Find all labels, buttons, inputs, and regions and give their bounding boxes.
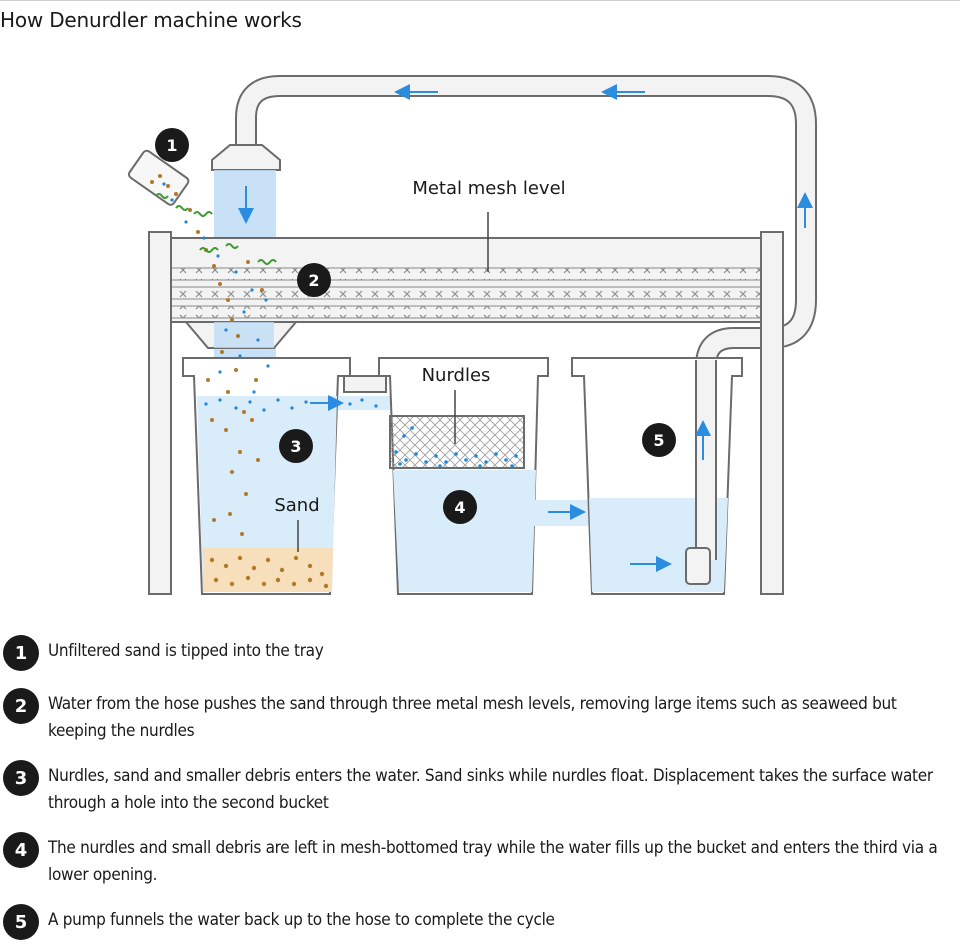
step-number: 5 — [3, 904, 39, 940]
marker-2: 2 — [297, 263, 331, 297]
step-number: 2 — [3, 688, 39, 724]
connector-tube — [343, 375, 387, 393]
svg-text:4: 4 — [454, 498, 465, 517]
step-item: 4 The nurdles and small debris are left … — [0, 832, 960, 889]
machine-diagram: Metal mesh level Nurdles Sand 1 2 3 4 5 — [127, 75, 817, 595]
hose-nozzle — [211, 144, 281, 171]
label-sand: Sand — [274, 495, 319, 516]
step-item: 1 Unfiltered sand is tipped into the tra… — [0, 635, 960, 671]
sand-particles — [150, 174, 329, 589]
seaweed-pieces — [155, 193, 277, 265]
page-title: How Denurdler machine works — [0, 8, 302, 32]
step-text: A pump funnels the water back up to the … — [48, 910, 555, 930]
step-number: 4 — [3, 832, 39, 868]
svg-text:3: 3 — [290, 437, 301, 456]
step-item: 5 A pump funnels the water back up to th… — [0, 904, 960, 940]
marker-1: 1 — [155, 128, 189, 162]
step-text: Unfiltered sand is tipped into the tray — [48, 641, 324, 661]
marker-3: 3 — [279, 429, 313, 463]
step-text: Water from the hose pushes the sand thro… — [48, 694, 897, 741]
nurdle-tray — [389, 415, 525, 469]
svg-text:5: 5 — [653, 431, 664, 450]
nurdle-particles — [162, 182, 518, 468]
step-number: 1 — [3, 635, 39, 671]
marker-5: 5 — [642, 423, 676, 457]
water-flow-arrows — [310, 395, 711, 572]
pump-inlet — [685, 547, 711, 585]
svg-text:2: 2 — [308, 271, 319, 290]
step-item: 2 Water from the hose pushes the sand th… — [0, 688, 960, 745]
label-nurdles: Nurdles — [422, 365, 491, 386]
step-item: 3 Nurdles, sand and smaller debris enter… — [0, 760, 960, 817]
step-number: 3 — [3, 760, 39, 796]
frame-left-post — [148, 231, 172, 595]
bucket-2 — [378, 357, 549, 595]
svg-text:1: 1 — [166, 136, 177, 155]
step-text: The nurdles and small debris are left in… — [48, 838, 938, 885]
frame-right-post — [760, 231, 784, 595]
pipe-flow-arrows — [394, 84, 813, 228]
sand-scoop — [127, 149, 190, 206]
marker-4: 4 — [443, 490, 477, 524]
step-text: Nurdles, sand and smaller debris enters … — [48, 766, 933, 813]
top-rule — [0, 0, 960, 1]
label-mesh: Metal mesh level — [412, 178, 565, 199]
